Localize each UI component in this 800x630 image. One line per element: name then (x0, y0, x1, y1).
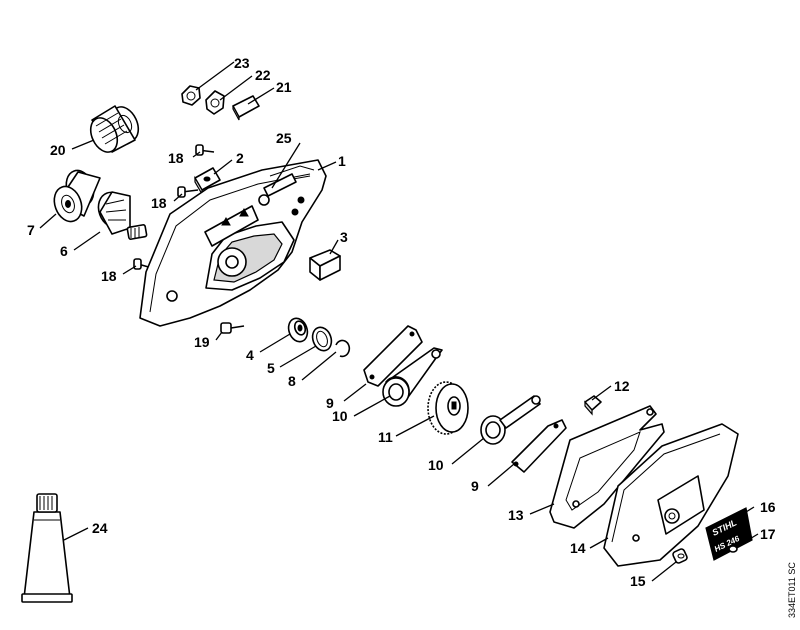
part-25-label (263, 173, 297, 197)
callout-9-upper: 9 (326, 395, 334, 411)
part-23-nut (181, 85, 201, 106)
callout-21: 21 (276, 79, 292, 95)
callout-23: 23 (234, 55, 250, 71)
callout-18-lower: 18 (101, 268, 117, 284)
callout-20: 20 (50, 142, 66, 158)
callout-16: 16 (760, 499, 776, 515)
part-10-connecting-rod-lower (480, 395, 541, 445)
part-22-washer (205, 90, 225, 115)
part-1-gear-housing (139, 159, 327, 327)
callout-10-lower: 10 (428, 457, 444, 473)
part-14-cover (603, 423, 739, 567)
callout-2: 2 (236, 150, 244, 166)
callout-8: 8 (288, 373, 296, 389)
part-16-model-plate: STIHL HS 246 (705, 507, 753, 561)
drawing-code: 334ET011 SC (787, 562, 797, 618)
callout-5: 5 (267, 360, 275, 376)
part-6-pinion-gear (97, 191, 148, 240)
part-5-ring (311, 326, 333, 352)
callout-22: 22 (255, 67, 271, 83)
callout-10-upper: 10 (332, 408, 348, 424)
callout-15: 15 (630, 573, 646, 589)
callout-7: 7 (27, 222, 35, 238)
callout-3: 3 (340, 229, 348, 245)
leader-lines (39, 61, 759, 582)
part-7-bearing (53, 169, 101, 223)
callout-9-lower: 9 (471, 478, 479, 494)
part-18-screw-top (195, 144, 215, 156)
callout-14: 14 (570, 540, 586, 556)
part-8-circlip (335, 339, 351, 358)
callout-4: 4 (246, 347, 254, 363)
callout-17: 17 (760, 526, 776, 542)
part-18-screw-middle (177, 186, 199, 198)
callout-18-middle: 18 (151, 195, 167, 211)
callout-labels: 23 22 21 20 18 2 25 1 18 7 6 3 18 19 4 5… (27, 55, 776, 589)
part-20-needle-cage (89, 105, 140, 153)
part-9-plate-upper (363, 325, 423, 387)
callout-25: 25 (276, 130, 292, 146)
callout-24: 24 (92, 520, 108, 536)
callout-1: 1 (338, 153, 346, 169)
callout-11: 11 (378, 429, 393, 445)
callout-13: 13 (508, 507, 524, 523)
part-3-block (309, 249, 341, 281)
part-9-plate-lower (511, 419, 567, 473)
part-11-spur-gear (427, 381, 469, 435)
part-17-pin (728, 545, 738, 553)
callout-18-top: 18 (168, 150, 184, 166)
part-10-connecting-rod-upper (382, 347, 443, 407)
callout-6: 6 (60, 243, 68, 259)
part-24-grease-tube (21, 493, 73, 603)
part-15-plug (672, 548, 688, 564)
callout-19: 19 (194, 334, 210, 350)
part-13-gasket (549, 405, 665, 529)
part-12-stud (584, 395, 602, 416)
part-4-ball-bearing (287, 317, 309, 343)
callout-12: 12 (614, 378, 630, 394)
part-19-screw (220, 322, 245, 334)
